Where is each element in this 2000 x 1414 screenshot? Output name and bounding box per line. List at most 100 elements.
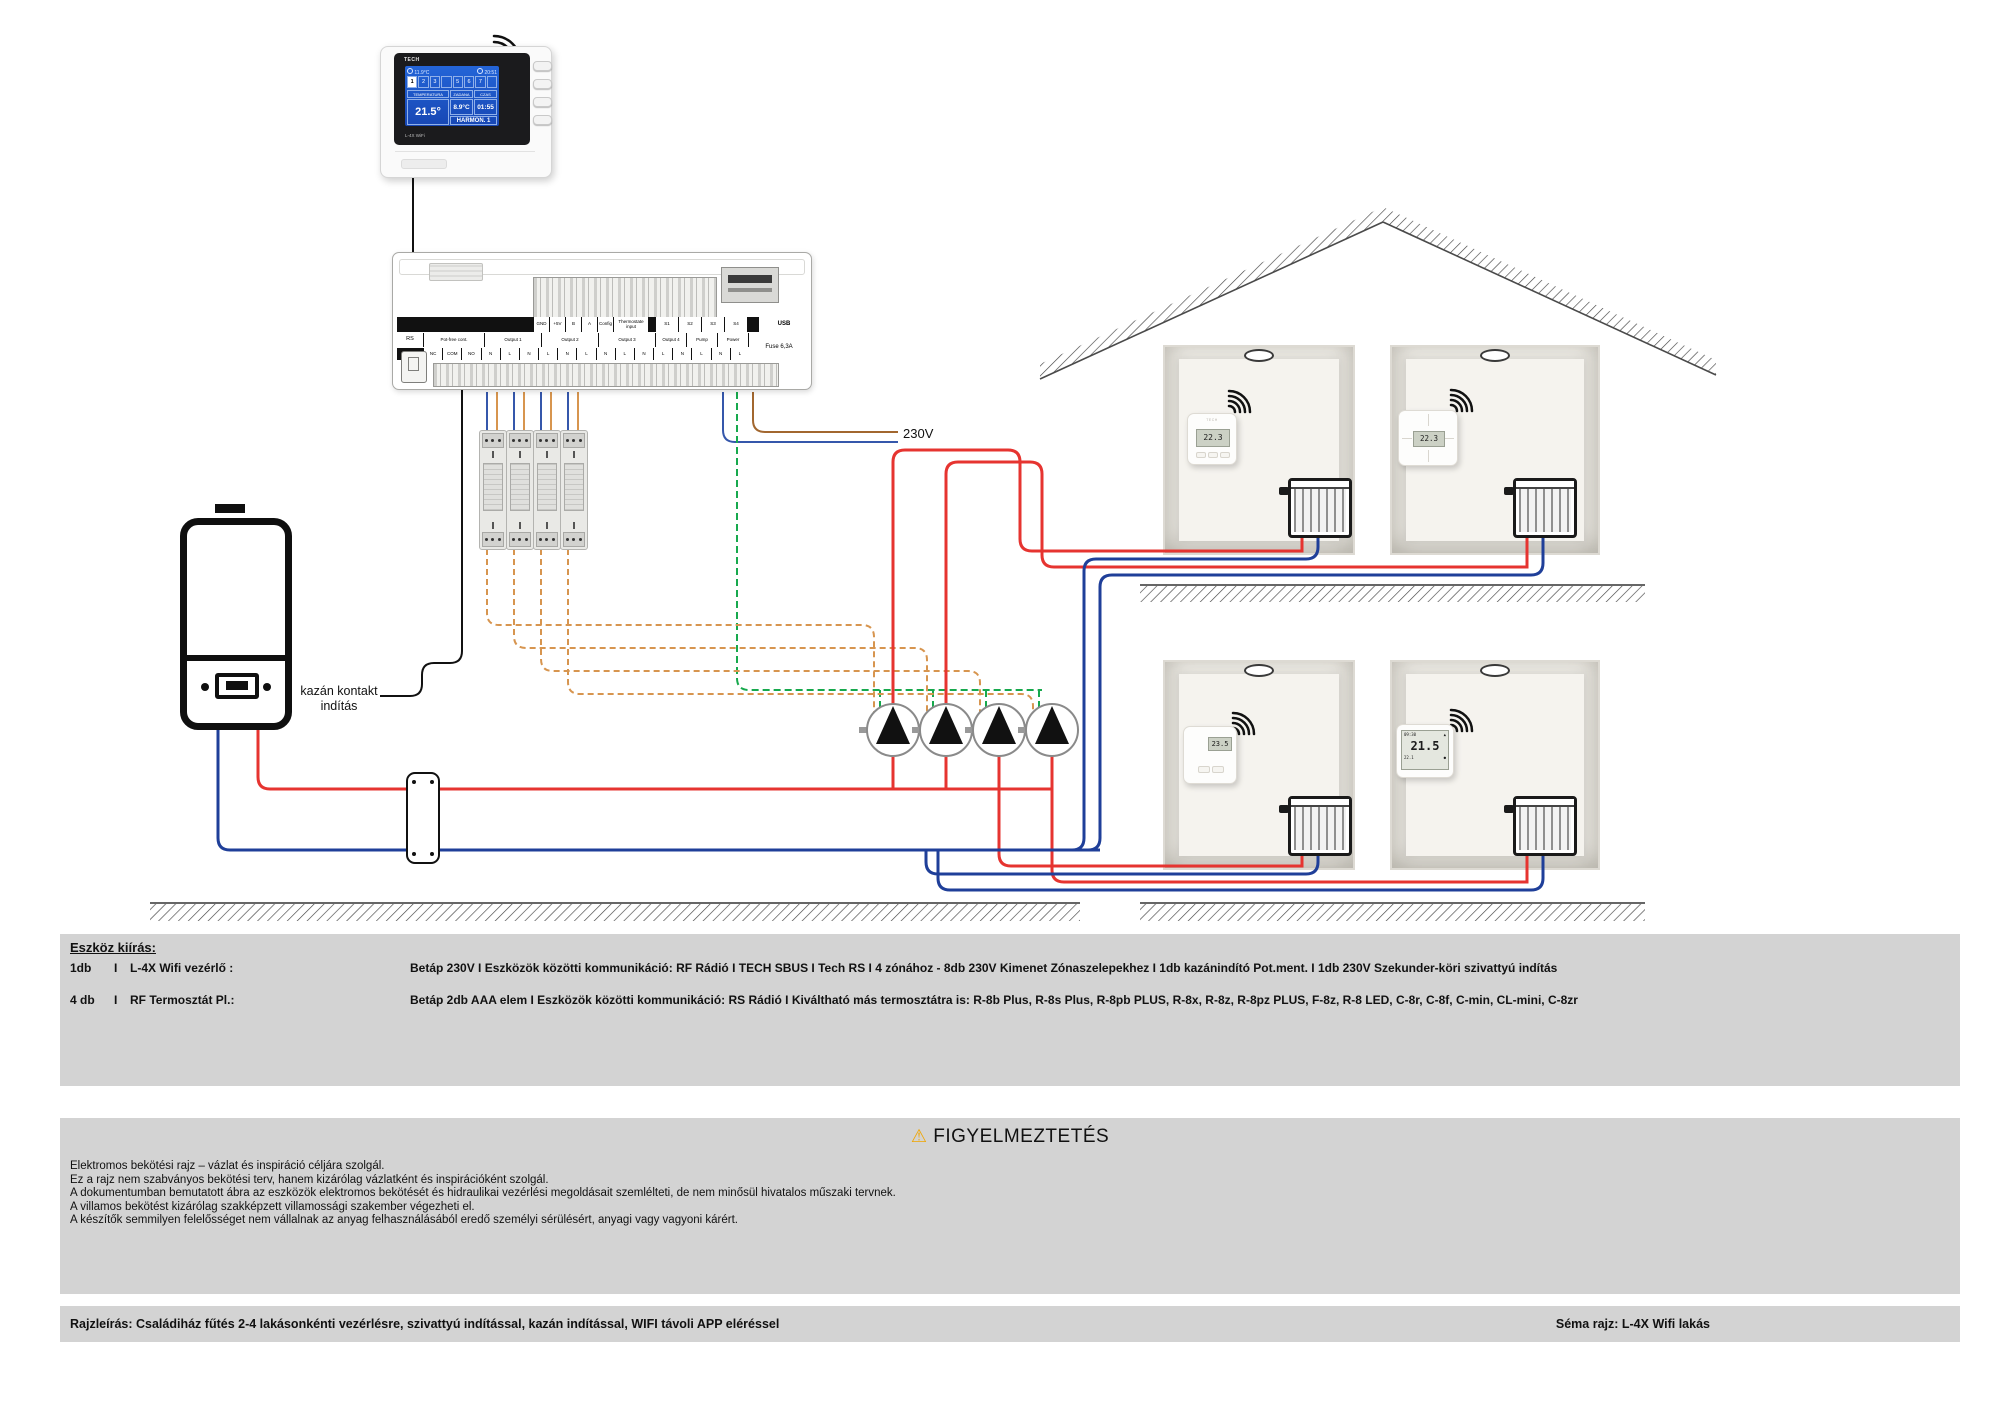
boiler-knob-right[interactable] xyxy=(263,683,271,691)
thermostat-room1: TECH 22.3 xyxy=(1187,413,1237,465)
drawing-description: Rajzleírás: Családiház fűtés 2-4 lakáson… xyxy=(70,1317,780,1331)
boiler-knob-left[interactable] xyxy=(201,683,209,691)
zone-cell: 5 xyxy=(452,76,463,88)
usb-label: USB xyxy=(759,317,809,332)
thermostat-brand: TECH xyxy=(1206,418,1218,422)
radiator-valve[interactable] xyxy=(1279,805,1289,813)
device-name: L-4X Wifi vezérlő : xyxy=(130,961,234,975)
circulation-pumps xyxy=(859,703,1079,757)
warning-line: A készítők semmilyen felelősséget nem vá… xyxy=(70,1214,738,1226)
brand-logo: TECH xyxy=(404,57,420,63)
warning-line: Ez a rajz nem szabványos bekötési terv, … xyxy=(70,1173,549,1186)
usb-port[interactable] xyxy=(721,267,779,303)
czas-value: 01:55 xyxy=(474,99,497,115)
zone-cell: 1 xyxy=(407,76,418,88)
radiator-valve[interactable] xyxy=(1279,487,1289,495)
thermostat4-sub: 22.1 xyxy=(1404,755,1414,760)
warning-line: A dokumentumban bemutatott ábra az eszkö… xyxy=(70,1187,896,1199)
thermostat-input-label: Thermostate input xyxy=(614,317,648,332)
device-qty: 4 db xyxy=(70,993,95,1007)
terminal-label: GND xyxy=(534,317,549,332)
mains-voltage-label: 230V xyxy=(903,426,934,441)
thermostat4-display: 09:30 ▲ 21.5 22.1 ● xyxy=(1401,730,1449,770)
device-seam xyxy=(395,151,535,152)
house-roof xyxy=(1039,207,1717,380)
nl-cell: N xyxy=(596,348,615,360)
thermostat-button[interactable] xyxy=(1198,766,1210,773)
thermostat-button[interactable] xyxy=(1212,766,1224,773)
device-name: RF Termosztát Pl.: xyxy=(130,993,235,1007)
ceiling-lamp-icon xyxy=(1480,664,1510,677)
clock-status: 20:51 xyxy=(477,68,497,76)
rs-jack-pin xyxy=(408,357,419,371)
terminal-label: B xyxy=(566,317,581,332)
nl-cell: L xyxy=(500,348,519,360)
thermostat3-display: 23.5 xyxy=(1208,737,1232,751)
device-desc: Betáp 230V I Eszközök közötti kommunikác… xyxy=(410,961,1558,975)
thermostat4-time: 09:30 xyxy=(1404,732,1417,737)
lock-icon: ● xyxy=(1443,755,1446,760)
module-clip xyxy=(429,263,483,281)
outdoor-temp-status: 11.9°C xyxy=(407,68,429,76)
boiler-display xyxy=(215,673,259,699)
nl-cell: L xyxy=(730,348,749,360)
band-spacer xyxy=(397,317,533,332)
output3-label: Output 3 xyxy=(599,333,655,347)
usb-slot-line xyxy=(728,288,772,292)
temp-value: 21.5° xyxy=(407,99,449,125)
rs-jack[interactable] xyxy=(401,351,427,383)
button-menu[interactable] xyxy=(533,97,552,107)
ground-hatch xyxy=(150,584,1645,921)
device-list-row: 4 db I RF Termosztát Pl.: Betáp 2db AAA … xyxy=(70,993,1950,1007)
mode-icon: ▲ xyxy=(1443,732,1446,737)
pipe-red-supply xyxy=(256,448,1529,884)
nl-cell: L xyxy=(539,348,558,360)
boiler-contact-label: kazán kontakt indítás xyxy=(300,684,378,713)
nl-cell: L xyxy=(692,348,711,360)
zone-valve-wires xyxy=(486,549,1034,718)
usb-slot xyxy=(728,275,772,283)
thermostat4-main: 21.5 xyxy=(1410,739,1440,753)
warning-line: Elektromos bekötési rajz – vázlat és ins… xyxy=(70,1160,385,1172)
terminal-label: +5V xyxy=(550,317,565,332)
din-relay-1 xyxy=(479,430,507,550)
terminal-strip-left[interactable] xyxy=(533,277,717,319)
terminal-label: S3 xyxy=(702,317,724,332)
thermostat-button[interactable] xyxy=(1196,452,1206,458)
output1-label: Output 1 xyxy=(485,333,541,347)
terminal-strip-bottom[interactable] xyxy=(433,363,779,387)
pump-control-wires xyxy=(736,392,1042,713)
button-down[interactable] xyxy=(533,79,552,89)
warning-lines: Elektromos bekötési rajz – vázlat és ins… xyxy=(70,1160,1950,1226)
thermostat-room2: 22.3 xyxy=(1398,410,1458,466)
thermostat-button[interactable] xyxy=(1208,452,1218,458)
thermostat1-display: 22.3 xyxy=(1196,429,1230,447)
nl-cell: N xyxy=(519,348,539,360)
junction-box xyxy=(406,772,440,864)
boiler-display-bar xyxy=(226,681,248,690)
zone-cell: 7 xyxy=(475,76,486,88)
output2-label: Output 2 xyxy=(542,333,598,347)
thermostat-button[interactable] xyxy=(1220,452,1230,458)
ceiling-lamp-icon xyxy=(1244,349,1274,362)
din-relay-4 xyxy=(560,430,588,550)
zone-cell xyxy=(441,76,452,88)
radiator-valve[interactable] xyxy=(1504,805,1514,813)
warning-band: ⚠ FIGYELMEZTETÉS Elektromos bekötési raj… xyxy=(60,1118,1960,1294)
module-lid-edge xyxy=(399,259,805,275)
radiator-room3 xyxy=(1279,796,1352,856)
radiator-room4 xyxy=(1504,796,1577,856)
nl-cell: NC xyxy=(424,348,443,360)
button-exit[interactable] xyxy=(533,115,552,125)
pump-label: Pump xyxy=(687,333,717,347)
thermostat2-display: 22.3 xyxy=(1413,431,1445,447)
col-czas: CZAS xyxy=(474,90,497,98)
radiator-valve[interactable] xyxy=(1504,487,1514,495)
button-up[interactable] xyxy=(533,61,552,71)
